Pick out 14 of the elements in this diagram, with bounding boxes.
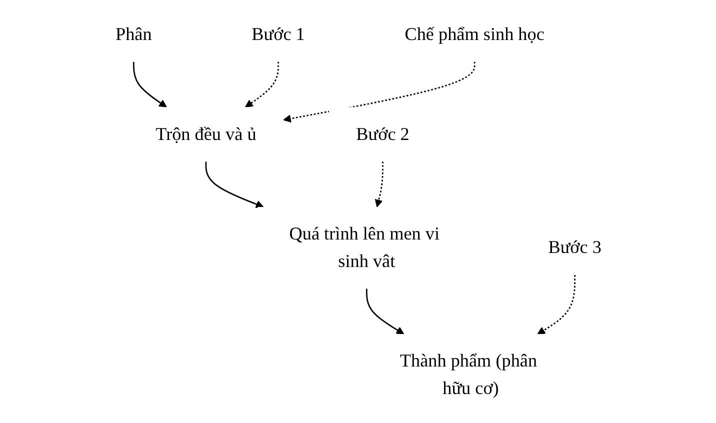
node-text: Quá trình lên men vi sinh vât [288,224,440,272]
node-text: Bước 1 [251,24,304,44]
node-text: Thành phẩm (phân hữu cơ) [399,351,537,398]
node-text: Phân [115,24,152,44]
node-text: Trộn đều và ủ [155,124,256,144]
arrow [366,288,404,334]
arrow [244,62,278,108]
arrow [132,62,166,108]
node-text: Chế phẩm sinh học [404,24,544,44]
arrow [204,162,264,208]
arrow [282,62,475,123]
node-text: Bước 3 [548,238,601,258]
arrow [374,162,383,208]
arrow [536,275,576,334]
